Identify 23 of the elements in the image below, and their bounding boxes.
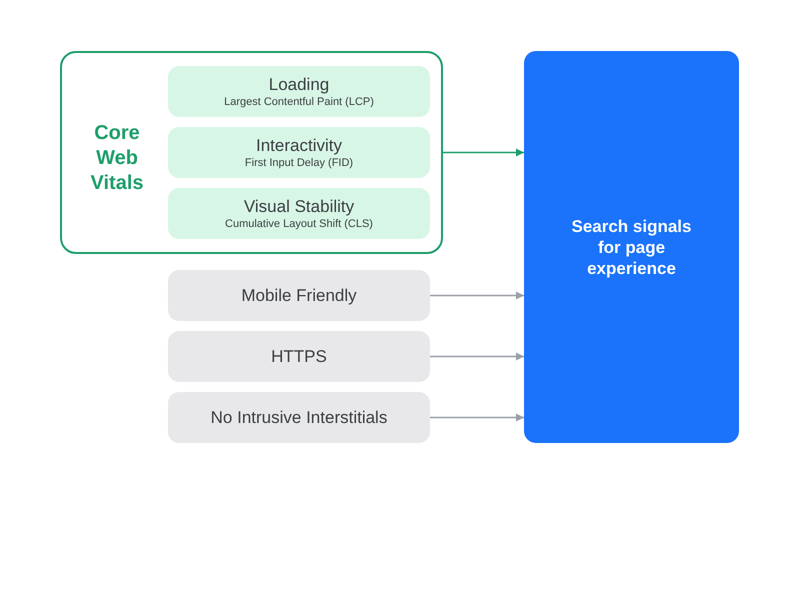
result-label: Search signals for page experience (570, 216, 692, 278)
arrow (430, 352, 524, 360)
metric-title: Interactivity (256, 135, 342, 156)
signal-label: No Intrusive Interstitials (210, 407, 388, 428)
metric-title: Loading (268, 74, 330, 95)
metric-box (168, 188, 430, 239)
metric-description: Largest Contentful Paint (LCP) (224, 95, 374, 109)
metric-box (168, 127, 430, 178)
result-box (524, 51, 739, 443)
metric-description: Cumulative Layout Shift (CLS) (225, 217, 373, 231)
metric-title: Visual Stability (244, 196, 354, 217)
arrow (430, 414, 524, 422)
group-box (60, 51, 443, 254)
metric-description: First Input Delay (FID) (244, 156, 354, 170)
signal-box (168, 331, 430, 382)
arrow (443, 148, 524, 156)
metric-box (168, 66, 430, 117)
arrow (430, 292, 524, 300)
group-title: Core Web Vitals (90, 121, 144, 196)
signal-label: Mobile Friendly (241, 285, 357, 306)
signal-box (168, 392, 430, 443)
signal-box (168, 270, 430, 321)
signal-label: HTTPS (271, 346, 327, 367)
